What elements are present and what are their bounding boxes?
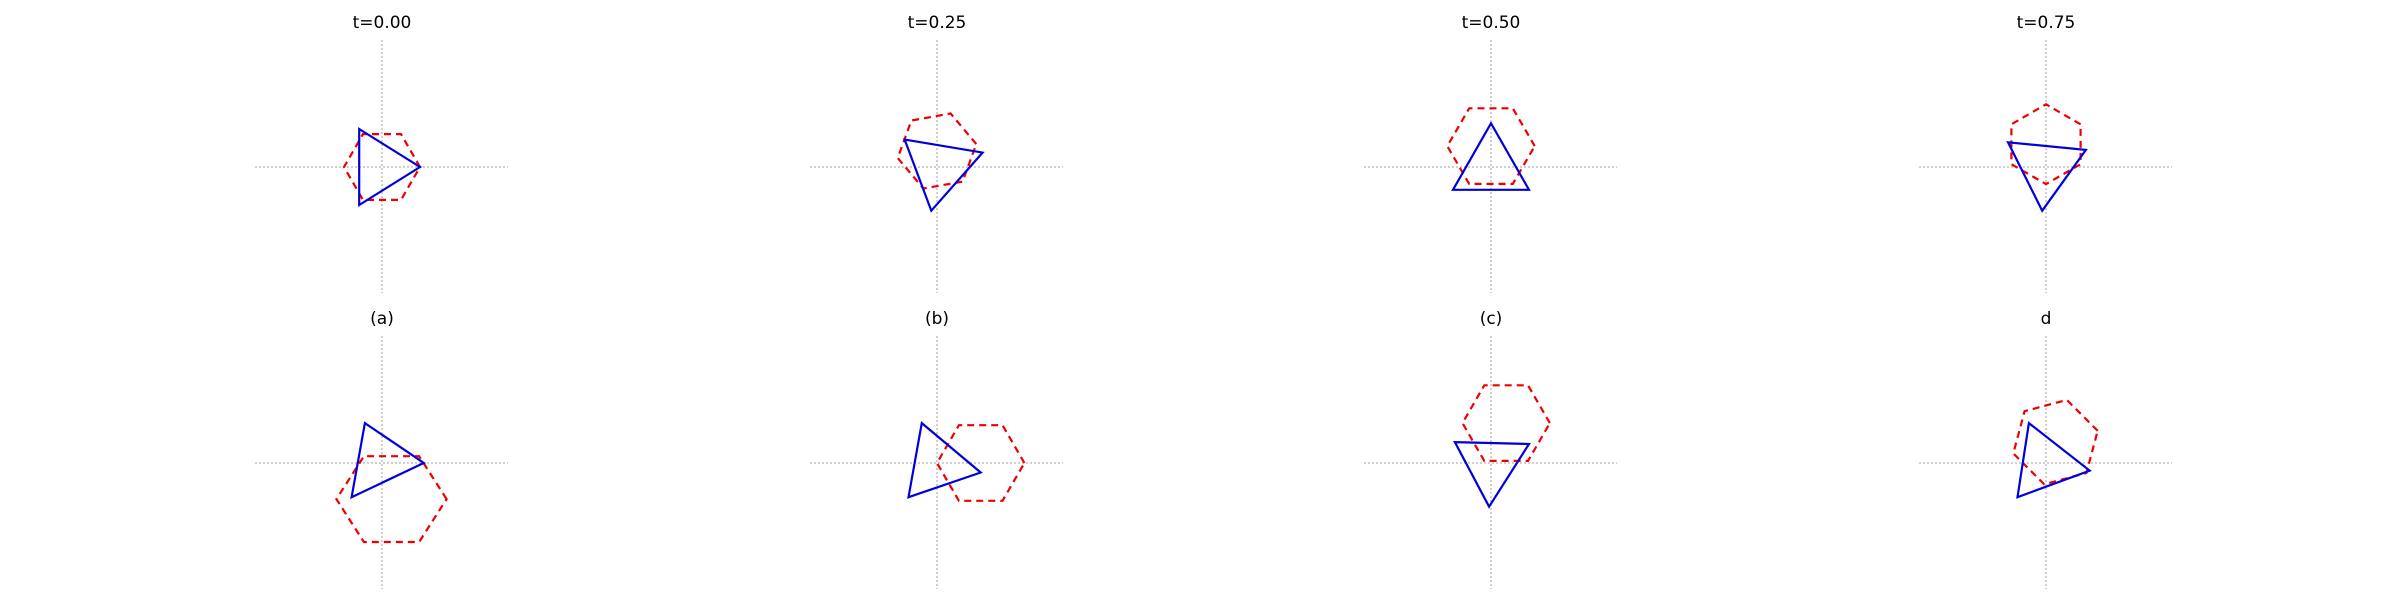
panel-1: t=0.00 <box>255 13 508 293</box>
panel-3-hexagon <box>1446 107 1536 185</box>
panel-3-title: t=0.50 <box>1462 13 1521 33</box>
panel-7: (c) <box>1364 309 1617 589</box>
panel-5-triangle <box>350 421 427 500</box>
panel-5: (a) <box>255 309 508 589</box>
panel-1-title: t=0.00 <box>353 13 412 33</box>
panel-5-hexagon <box>335 455 448 544</box>
panel-8-triangle <box>2016 421 2092 499</box>
panel-8-hexagon <box>2012 398 2099 486</box>
panel-8-title: d <box>2041 309 2052 329</box>
panel-2-title: t=0.25 <box>908 13 967 33</box>
panel-6: (b) <box>810 309 1063 589</box>
panel-7-title: (c) <box>1480 309 1503 329</box>
panel-4-title: t=0.75 <box>2017 13 2076 33</box>
panel-5-title: (a) <box>370 309 394 329</box>
panel-1-triangle <box>358 127 423 207</box>
panel-7-hexagon <box>1461 384 1552 462</box>
panel-8: d <box>1919 309 2172 589</box>
panel-2-hexagon <box>896 112 978 190</box>
panel-3-triangle <box>1451 121 1531 191</box>
panel-6-triangle <box>907 421 983 499</box>
panel-6-title: (b) <box>925 309 949 329</box>
panel-7-triangle <box>1453 440 1531 509</box>
panel-2: t=0.25 <box>810 13 1063 293</box>
panel-1-hexagon <box>342 133 422 201</box>
panel-4: t=0.75 <box>1919 13 2172 293</box>
panel-6-hexagon <box>935 424 1026 502</box>
panel-2-triangle <box>903 138 985 213</box>
panel-3: t=0.50 <box>1364 13 1617 293</box>
panel-4-triangle <box>2006 141 2088 213</box>
panel-4-hexagon <box>2010 103 2082 186</box>
